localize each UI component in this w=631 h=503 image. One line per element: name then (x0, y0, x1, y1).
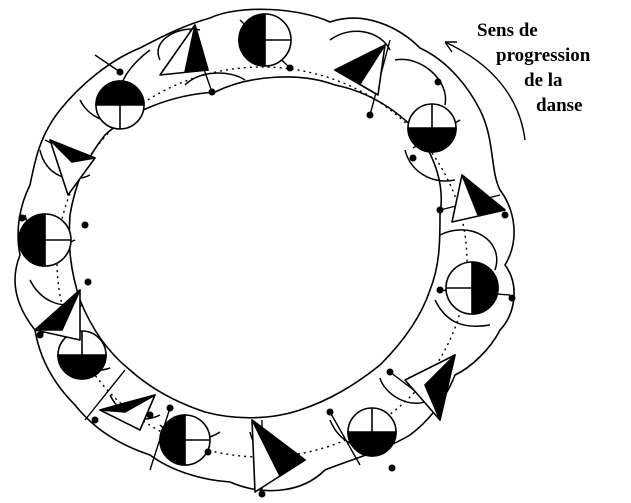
caption-line-2: progression (496, 43, 624, 68)
circle-marker-bottom (160, 415, 210, 465)
direction-caption: Sens de progression de la danse (474, 18, 624, 118)
triangle-marker-left-upper (50, 140, 95, 195)
caption-line-1: Sens de (477, 18, 624, 43)
circle-marker-lower-right (348, 408, 396, 456)
triangle-marker-right-lower (405, 355, 455, 420)
circle-marker-lower-left (58, 331, 106, 379)
circle-marker-upper-left (96, 81, 144, 129)
circle-marker-right (446, 262, 498, 314)
triangle-marker-top-left (160, 25, 208, 75)
circle-marker-upper-right (408, 104, 456, 152)
circle-marker-top (239, 14, 291, 66)
circle-marker-left (19, 214, 71, 266)
caption-line-3: de la (524, 68, 624, 93)
caption-line-4: danse (536, 93, 624, 118)
triangle-marker-bottom-right (252, 420, 305, 492)
triangle-marker-bottom-left (100, 395, 155, 430)
